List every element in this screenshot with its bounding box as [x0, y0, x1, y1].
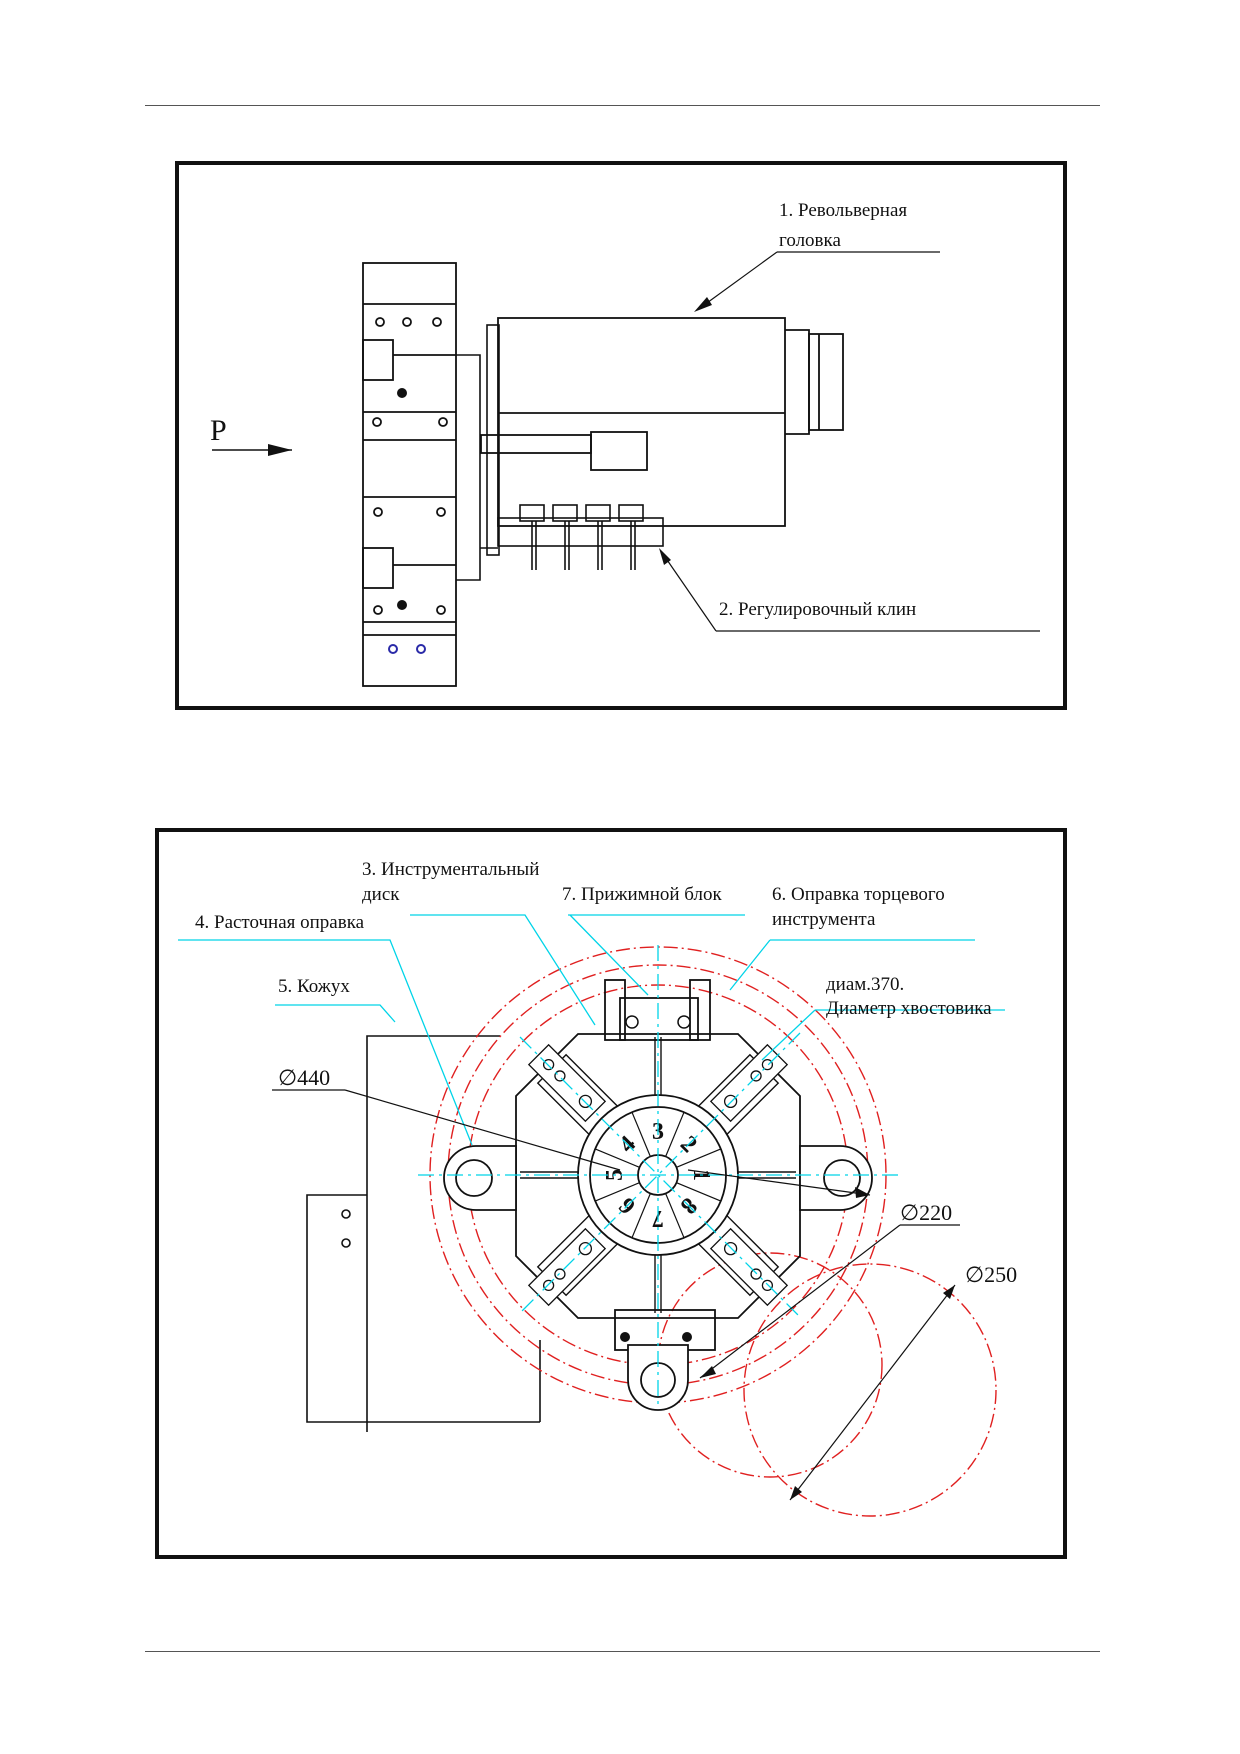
lifting-lugs: [443, 1145, 873, 1411]
figure-2-frame: [155, 828, 1067, 1559]
dimension-leaders: [272, 1089, 960, 1501]
header-rule: [145, 105, 1100, 106]
dimension-440-label: ∅440: [278, 1065, 330, 1090]
bolt: [625, 1015, 639, 1029]
bolt-dot: [397, 600, 407, 610]
adjusting-wedge: [497, 504, 664, 570]
tool-disc-side: [362, 262, 457, 687]
bolt-dot: [682, 1332, 692, 1342]
bolt-blue: [416, 644, 426, 654]
callout-5-label: 5. Кожух: [278, 976, 350, 997]
callout-4-label: 4. Расточная оправка: [195, 912, 365, 933]
turret-head-body: [480, 317, 844, 527]
force-arrow: [212, 444, 292, 456]
callout-3-label-line1: 3. Инструментальный: [362, 859, 539, 880]
callout-6-label-line2: инструмента: [772, 909, 876, 930]
callout-7-label: 7. Прижимной блок: [562, 884, 722, 905]
callout-3-label-line2: диск: [362, 884, 400, 905]
callout-6-label-line1: 6. Оправка торцевого: [772, 884, 945, 905]
dimension-220-label: ∅220: [900, 1200, 952, 1225]
housing-outline: [306, 1035, 541, 1432]
disc-mount: [456, 324, 500, 581]
turret-front-view-figure: 1 2 3 4 5 6 7 8: [155, 828, 1067, 1559]
callout-1-label-line1: 1. Револьверная: [779, 200, 907, 221]
tool-holders: [527, 1043, 789, 1307]
shank-note-line2: Диаметр хвостовика: [826, 998, 992, 1019]
shank-note-line1: диам.370.: [826, 974, 904, 995]
footer-rule: [145, 1651, 1100, 1652]
callout-2-label: 2. Регулировочный клин: [719, 599, 916, 620]
bolt-blue: [388, 644, 398, 654]
annotation-lines: [178, 914, 1005, 1405]
callout-2-leader: [659, 548, 1040, 632]
bolt-dot: [620, 1332, 630, 1342]
bolt-dot: [397, 388, 407, 398]
turret-side-view-figure: P: [175, 161, 1067, 710]
bolt: [677, 1015, 691, 1029]
force-arrow-label: P: [210, 414, 227, 447]
callout-1-label-line2: головка: [779, 230, 841, 251]
figure-1-frame: [175, 161, 1067, 710]
hub-dividers: [594, 1111, 722, 1239]
callout-1-leader: [694, 251, 940, 312]
dimension-250-label: ∅250: [965, 1262, 1017, 1287]
